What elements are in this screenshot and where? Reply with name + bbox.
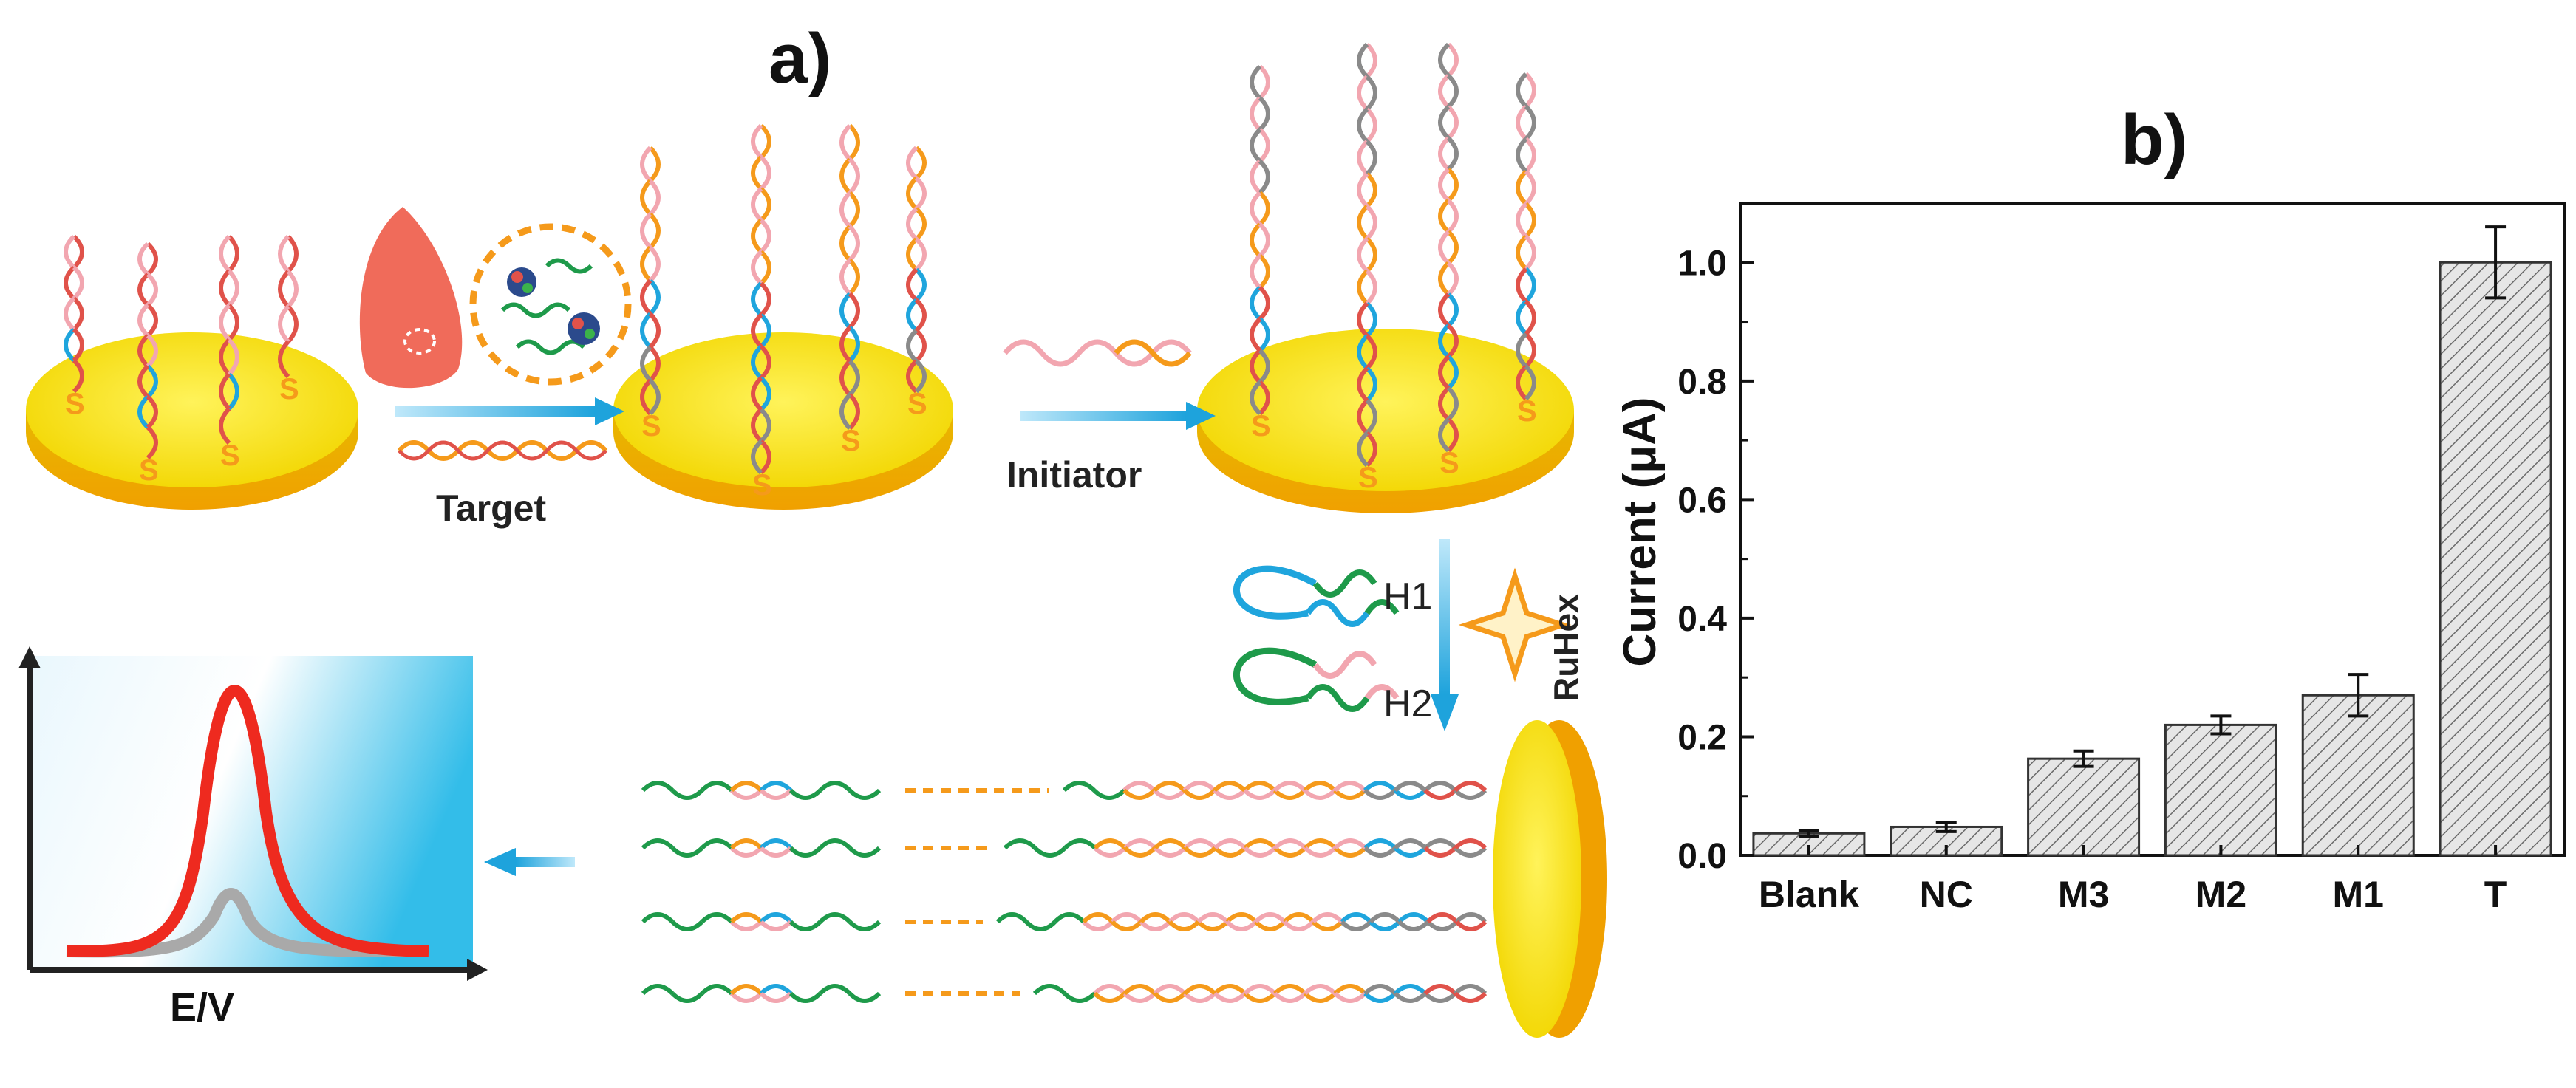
bottom-strand-right-1 xyxy=(1062,781,1488,800)
hybrid-probe-3: S xyxy=(839,123,861,457)
hybrid-probe-1: S xyxy=(640,146,661,442)
y-tick-label: 0.8 xyxy=(1677,363,1727,402)
thiol-label: S xyxy=(1517,395,1537,428)
capture-probe-4: S xyxy=(278,234,299,406)
chart-error-bars xyxy=(1798,225,2507,838)
x-tick-label: T xyxy=(2484,874,2507,915)
bar-t xyxy=(2439,261,2552,857)
arrow-step3 xyxy=(1431,539,1459,731)
target-strand xyxy=(397,440,608,461)
bottom-strand-right-2 xyxy=(1003,838,1488,858)
capture-probe-1: S xyxy=(64,234,85,420)
y-tick-label: 0.2 xyxy=(1677,718,1727,757)
extended-probe-4: S xyxy=(1516,72,1537,428)
electrode-1 xyxy=(26,332,358,510)
voltammogram-inset xyxy=(18,646,488,981)
x-tick-label: NC xyxy=(1920,874,1973,915)
electrode-3 xyxy=(1197,329,1574,513)
extended-probe-3: S xyxy=(1438,42,1459,479)
electrode-4-side xyxy=(1493,720,1607,1038)
y-tick-label: 0.4 xyxy=(1677,600,1727,639)
nanoparticle-circle-icon xyxy=(469,223,632,386)
ruhex-star-icon xyxy=(1458,567,1572,682)
hybrid-probe-2: S xyxy=(751,123,772,502)
bottom-strand-left-1 xyxy=(641,781,882,800)
h2-label: H2 xyxy=(1383,682,1432,725)
hairpin-h1-icon xyxy=(1233,565,1400,627)
strand-dashes xyxy=(905,788,1049,996)
peak-high-curve xyxy=(66,685,429,957)
panel-a-schematic: a) S S S S S S S S S S S S xyxy=(18,19,1607,1038)
panel-b-bar-chart: b) 0.0 0.2 0.4 0.6 0.8 1.0 Blank NC M3 M2 M1 T Cur… xyxy=(1615,100,2566,915)
ev-axis-label: E/V xyxy=(170,985,234,1030)
extended-probe-1: S xyxy=(1250,64,1271,442)
arrow-step1 xyxy=(395,397,624,425)
bar-m2 xyxy=(2164,723,2277,857)
h1-label: H1 xyxy=(1383,575,1432,618)
y-tick-label: 0.0 xyxy=(1677,837,1727,876)
bottom-strand-left-3 xyxy=(641,912,882,931)
bottom-strand-right-3 xyxy=(995,912,1488,931)
capture-probe-2: S xyxy=(137,242,159,487)
arrow-step2 xyxy=(1020,402,1216,430)
chart-bars xyxy=(1752,261,2552,857)
extended-probe-2: S xyxy=(1357,42,1378,494)
thiol-label: S xyxy=(1439,447,1459,479)
sample-drop-icon xyxy=(359,207,463,389)
x-tick-label: M3 xyxy=(2058,874,2109,915)
thiol-label: S xyxy=(907,388,927,420)
y-tick-label: 1.0 xyxy=(1677,244,1727,283)
capture-probe-3: S xyxy=(219,234,240,472)
initiator-strand xyxy=(1003,339,1192,367)
chart-x-ticks: Blank NC M3 M2 M1 T xyxy=(1759,845,2507,915)
bar-m3 xyxy=(2027,757,2141,857)
bar-m1 xyxy=(2301,694,2415,857)
panel-b-label: b) xyxy=(2121,100,2188,179)
thiol-label: S xyxy=(65,388,85,420)
thiol-label: S xyxy=(1358,462,1378,494)
electrode-2 xyxy=(613,332,953,510)
x-tick-label: M1 xyxy=(2333,874,2384,915)
initiator-label: Initiator xyxy=(1006,454,1142,496)
thiol-label: S xyxy=(641,410,661,442)
thiol-label: S xyxy=(279,373,299,406)
thiol-label: S xyxy=(752,469,772,502)
thiol-label: S xyxy=(1251,410,1271,442)
bottom-strand-right-4 xyxy=(1032,984,1488,1003)
x-tick-label: Blank xyxy=(1759,874,1859,915)
chart-y-ticks: 0.0 0.2 0.4 0.6 0.8 1.0 xyxy=(1677,202,1754,876)
bottom-strand-left-4 xyxy=(641,984,882,1003)
thiol-label: S xyxy=(220,439,240,472)
bottom-strand-left-2 xyxy=(641,838,882,858)
chart-y-axis-label: Current (μA) xyxy=(1615,397,1666,666)
target-label: Target xyxy=(436,487,546,529)
chart-axes xyxy=(1739,202,2566,857)
peak-low-curve xyxy=(66,888,429,958)
x-tick-label: M2 xyxy=(2195,874,2246,915)
arrow-step4 xyxy=(484,848,575,876)
ruhex-label: RuHex xyxy=(1547,594,1585,702)
panel-a-label: a) xyxy=(769,19,831,98)
hairpin-h2-icon xyxy=(1233,647,1400,712)
thiol-label: S xyxy=(139,454,159,487)
thiol-label: S xyxy=(841,425,861,457)
hybrid-probe-4: S xyxy=(906,146,927,420)
chart-frame xyxy=(1739,202,2566,857)
y-tick-label: 0.6 xyxy=(1677,481,1727,520)
